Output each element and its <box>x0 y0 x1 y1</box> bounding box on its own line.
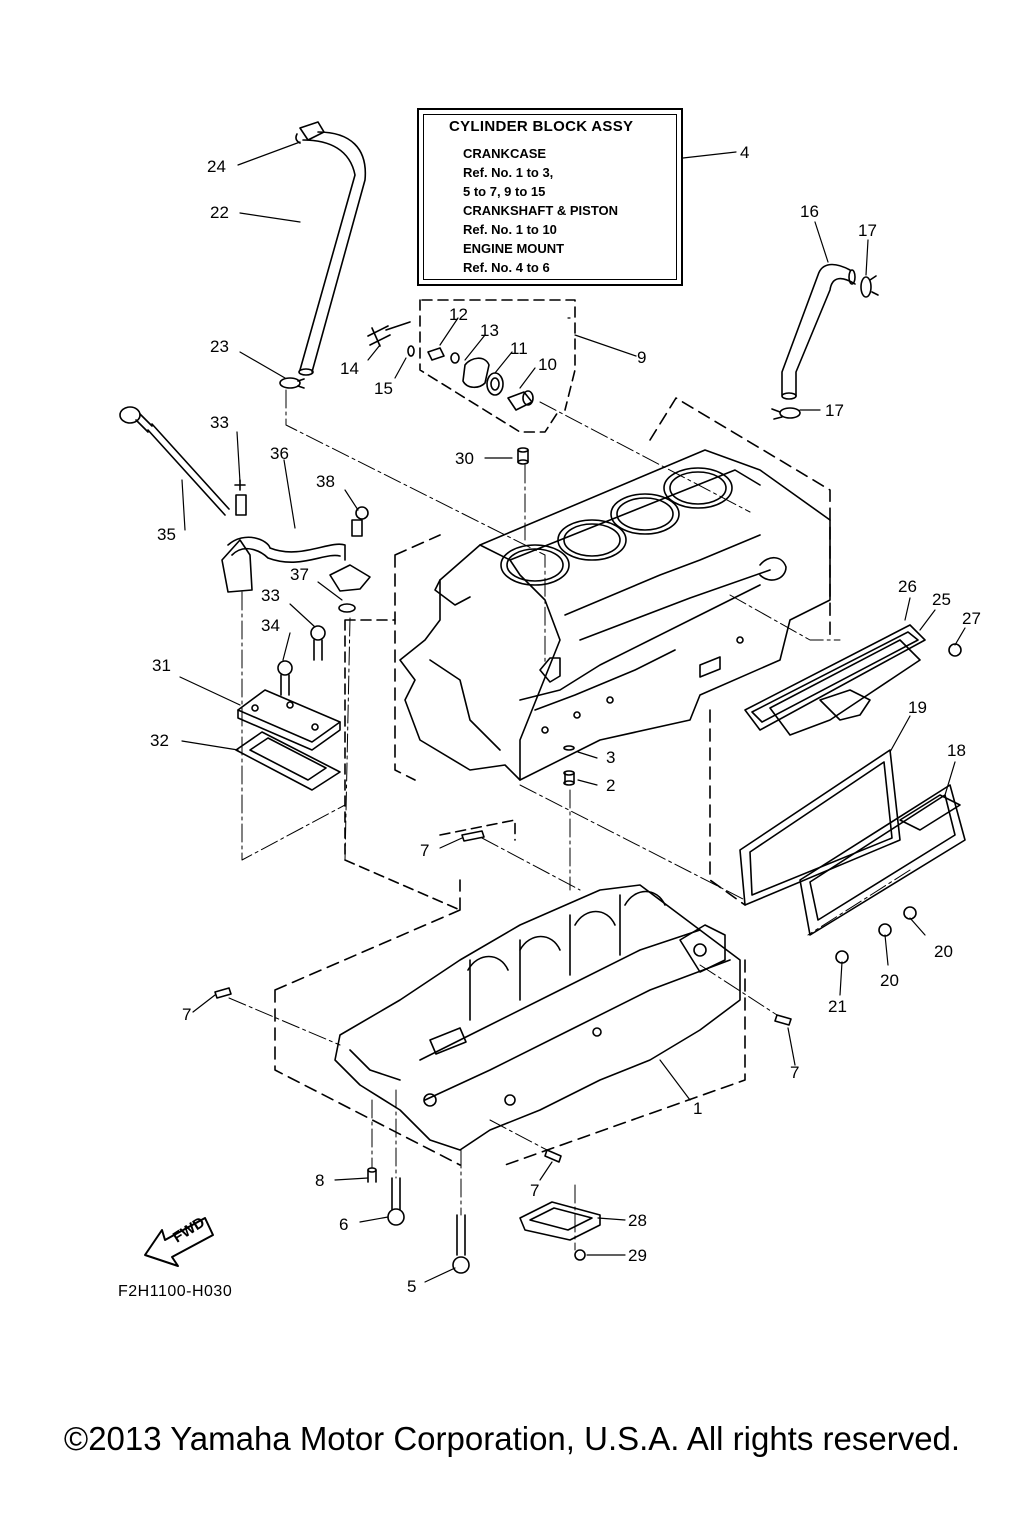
callout-5: 5 <box>407 1277 417 1296</box>
group-box-9 <box>419 299 576 433</box>
callout-1: 1 <box>693 1099 703 1118</box>
callout-17: 17 <box>825 401 844 420</box>
dowel-2-3 <box>563 745 575 786</box>
callout-7: 7 <box>420 841 430 860</box>
callout-9: 9 <box>637 348 647 367</box>
callout-30: 30 <box>455 449 474 468</box>
callout-34: 34 <box>261 616 280 635</box>
cylinder-block <box>399 449 831 781</box>
dowel-30 <box>517 447 529 465</box>
group-box-crankcase <box>274 879 746 1166</box>
callout-14: 14 <box>340 359 359 378</box>
callout-4: 4 <box>740 143 750 162</box>
callout-6: 6 <box>339 1215 349 1234</box>
callout-37: 37 <box>290 565 309 584</box>
copyright-notice: ©2013 Yamaha Motor Corporation, U.S.A. A… <box>63 1420 961 1457</box>
callout-24: 24 <box>207 157 226 176</box>
legend-title: CYLINDER BLOCK ASSY <box>449 118 634 135</box>
clamp-17 <box>771 275 879 420</box>
hose-22 <box>295 121 367 376</box>
callout-7: 7 <box>182 1005 192 1024</box>
plate-28 <box>519 1201 601 1261</box>
callout-7: 7 <box>790 1063 800 1082</box>
reference-lines <box>228 389 911 1251</box>
callout-25: 25 <box>932 590 951 609</box>
legend-line: Ref. No. 1 to 3, <box>463 165 554 180</box>
fwd-arrow <box>144 1217 214 1267</box>
dowel-7 <box>214 830 792 1163</box>
callout-36: 36 <box>270 444 289 463</box>
legend-box: CYLINDER BLOCK ASSY CRANKCASE Ref. No. 1… <box>417 108 683 286</box>
callout-19: 19 <box>908 698 927 717</box>
callout-10: 10 <box>538 355 557 374</box>
callout-3: 3 <box>606 748 616 767</box>
legend-inner-frame <box>423 114 677 280</box>
callout-23: 23 <box>210 337 229 356</box>
cover-25-26 <box>744 624 962 736</box>
callout-15: 15 <box>374 379 393 398</box>
callout-27: 27 <box>962 609 981 628</box>
callout-16: 16 <box>800 202 819 221</box>
callout-28: 28 <box>628 1211 647 1230</box>
callout-20: 20 <box>934 942 953 961</box>
callout-12: 12 <box>449 305 468 324</box>
legend-line: ENGINE MOUNT <box>463 241 565 256</box>
callout-38: 38 <box>316 472 335 491</box>
callout-22: 22 <box>210 203 229 222</box>
bolts-5-6-8 <box>367 1167 470 1274</box>
group-box-cover <box>709 709 746 906</box>
legend-line: Ref. No. 1 to 10 <box>463 222 557 237</box>
cover-18-19 <box>709 709 966 964</box>
callout-29: 29 <box>628 1246 647 1265</box>
callout-33: 33 <box>261 586 280 605</box>
callout-2: 2 <box>606 776 616 795</box>
breather-pipe-36 <box>221 479 371 613</box>
mount-plate-31-32 <box>235 625 341 791</box>
callout-20: 20 <box>880 971 899 990</box>
legend-line: Ref. No. 4 to 6 <box>463 260 550 275</box>
callout-32: 32 <box>150 731 169 750</box>
diagram-code: F2H1100-H030 <box>118 1283 233 1300</box>
callout-33: 33 <box>210 413 229 432</box>
lower-crankcase-1 <box>334 884 741 1151</box>
callout-26: 26 <box>898 577 917 596</box>
callout-11: 11 <box>510 339 528 358</box>
group-box-dowels <box>344 619 516 911</box>
callout-7: 7 <box>530 1181 540 1200</box>
callout-31: 31 <box>152 656 171 675</box>
legend-line: CRANKCASE <box>463 146 547 161</box>
legend-line: CRANKSHAFT & PISTON <box>463 203 619 218</box>
callout-35: 35 <box>157 525 176 544</box>
callout-8: 8 <box>315 1171 325 1190</box>
legend-line: 5 to 7, 9 to 15 <box>463 184 546 199</box>
callout-13: 13 <box>480 321 499 340</box>
fitting-10-15 <box>367 321 534 411</box>
callout-18: 18 <box>947 741 966 760</box>
callout-17: 17 <box>858 221 877 240</box>
callout-21: 21 <box>828 997 847 1016</box>
dipstick-35 <box>119 406 230 516</box>
leader-lines <box>179 141 966 1283</box>
clamp-23 <box>279 377 305 389</box>
hose-16 <box>781 263 856 400</box>
